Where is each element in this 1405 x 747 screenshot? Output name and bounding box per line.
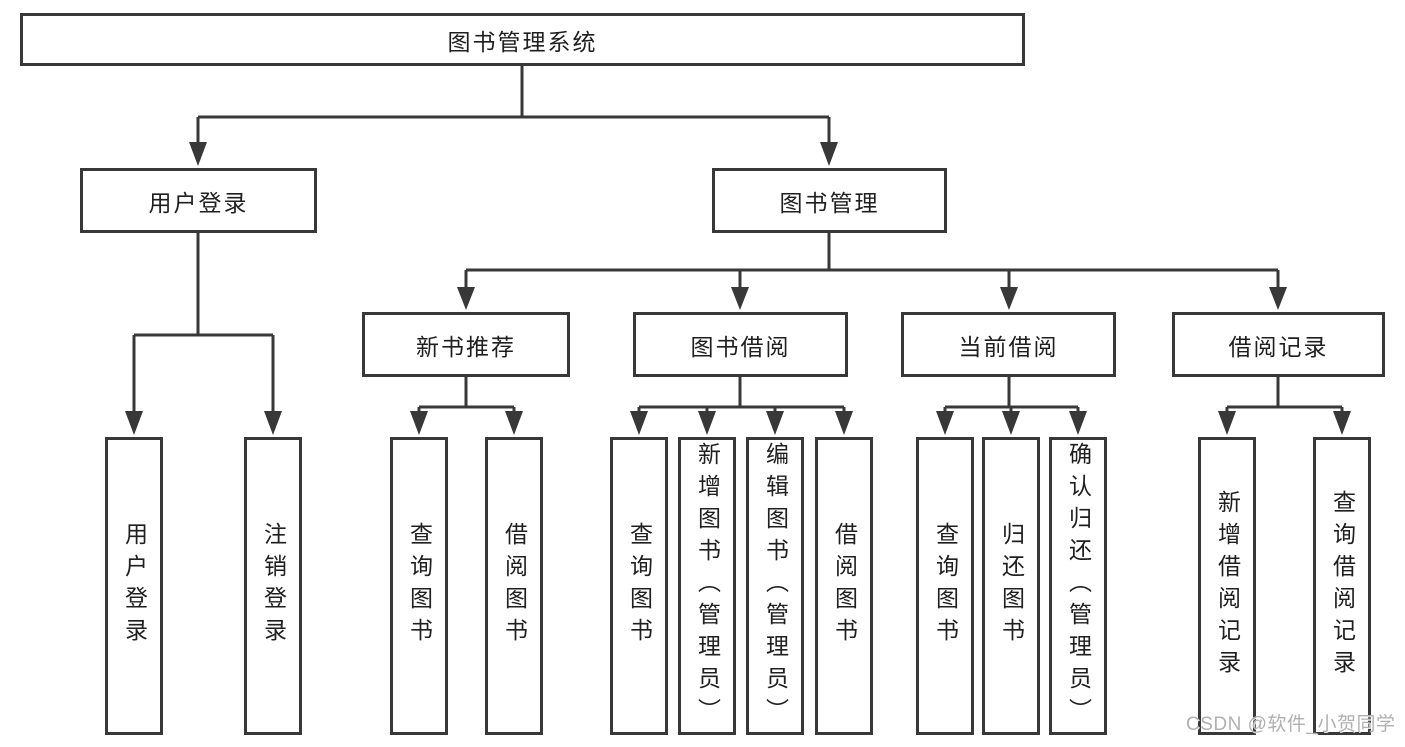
node-label: 图书管理 xyxy=(779,189,880,216)
leaf-edit-books-admin: 编辑图书（管理员） xyxy=(746,437,804,735)
leaf-confirm-return-admin: 确认归还（管理员） xyxy=(1049,437,1107,735)
node-label: 图书管理系统 xyxy=(447,28,598,55)
leaf-query-borrow-record: 查询借阅记录 xyxy=(1313,437,1371,735)
node-book-management: 图书管理 xyxy=(712,168,947,233)
node-label: 新增图书（管理员） xyxy=(694,442,721,730)
node-label: 当前借阅 xyxy=(958,333,1059,360)
leaf-borrow-books-borrowing: 借阅图书 xyxy=(815,437,873,735)
node-label: 用户登录 xyxy=(148,189,249,216)
node-new-book-recommendation: 新书推荐 xyxy=(362,312,570,377)
node-label: 编辑图书（管理员） xyxy=(762,442,789,730)
leaf-query-books-current: 查询图书 xyxy=(916,437,974,735)
node-label: 查询图书 xyxy=(626,522,653,650)
node-label: 注销登录 xyxy=(260,522,287,650)
node-label: 查询借阅记录 xyxy=(1329,490,1356,682)
node-label: 图书借阅 xyxy=(690,333,791,360)
leaf-add-books-admin: 新增图书（管理员） xyxy=(678,437,736,735)
node-user-login: 用户登录 xyxy=(80,168,317,233)
leaf-user-login: 用户登录 xyxy=(105,437,163,735)
node-book-borrowing: 图书借阅 xyxy=(633,312,848,377)
leaf-query-books-borrowing: 查询图书 xyxy=(610,437,668,735)
node-label: 归还图书 xyxy=(998,522,1025,650)
leaf-borrow-books-recommend: 借阅图书 xyxy=(485,437,543,735)
arrowheads xyxy=(125,142,1351,435)
node-borrowing-records: 借阅记录 xyxy=(1172,312,1385,377)
node-label: 查询图书 xyxy=(406,522,433,650)
node-label: 确认归还（管理员） xyxy=(1065,442,1092,730)
csdn-watermark: CSDN @软件_小贺同学 xyxy=(1186,714,1396,735)
leaf-add-borrow-record: 新增借阅记录 xyxy=(1198,437,1256,735)
node-label: 新增借阅记录 xyxy=(1214,490,1241,682)
node-label: 查询图书 xyxy=(932,522,959,650)
node-label: 借阅记录 xyxy=(1228,333,1329,360)
node-label: 用户登录 xyxy=(121,522,148,650)
node-current-borrowing: 当前借阅 xyxy=(901,312,1116,377)
node-label: 借阅图书 xyxy=(501,522,528,650)
leaf-logout: 注销登录 xyxy=(244,437,302,735)
node-label: 新书推荐 xyxy=(416,333,516,360)
leaf-query-books-recommend: 查询图书 xyxy=(390,437,448,735)
node-library-system: 图书管理系统 xyxy=(20,13,1025,66)
node-label: 借阅图书 xyxy=(831,522,858,650)
leaf-return-books: 归还图书 xyxy=(982,437,1040,735)
